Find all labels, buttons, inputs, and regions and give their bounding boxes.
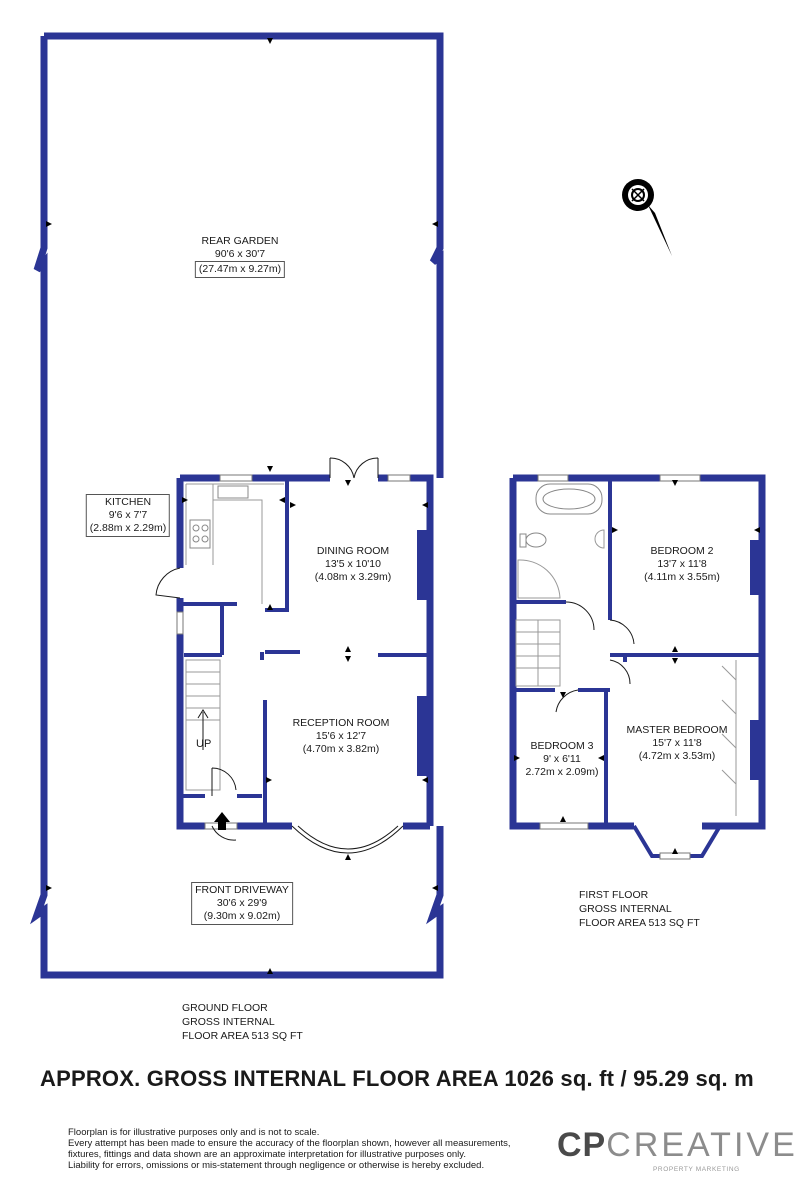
room-label-kitchen: KITCHEN 9'6 x 7'7 (2.88m x 2.29m) <box>85 494 171 537</box>
ground-floor-plan <box>30 32 444 979</box>
room-label-reception-room: RECEPTION ROOM 15'6 x 12'7 (4.70m x 3.82… <box>292 717 390 755</box>
ground-floor-stairs <box>185 659 221 791</box>
site-boundary <box>30 32 444 979</box>
room-label-rear-garden: REAR GARDEN 90'6 x 30'7 (27.47m x 9.27m) <box>194 235 286 278</box>
kitchen-worktop <box>185 483 284 604</box>
north-compass-icon <box>622 179 672 256</box>
room-label-master-bedroom: MASTER BEDROOM 15'7 x 11'8 (4.72m x 3.53… <box>626 724 728 762</box>
reception-bay-window <box>291 825 404 854</box>
ground-floor-outer-walls <box>176 474 434 830</box>
first-floor-note: FIRST FLOOR GROSS INTERNAL FLOOR AREA 51… <box>579 889 700 929</box>
first-floor-internal-walls <box>513 478 762 826</box>
master-bay-window <box>632 824 722 858</box>
disclaimer: Floorplan is for illustrative purposes o… <box>68 1127 511 1171</box>
room-label-bedroom-3: BEDROOM 3 9' x 6'11 2.72m x 2.09m) <box>525 740 599 778</box>
ground-floor-note: GROUND FLOOR GROSS INTERNAL FLOOR AREA 5… <box>182 1002 303 1042</box>
brand-logo: CPCREATIVE PROPERTY MARKETING <box>557 1126 798 1173</box>
stairs-up-label: UP <box>196 738 212 750</box>
first-floor-stairs <box>515 619 561 687</box>
first-floor-plan <box>509 474 766 860</box>
total-floor-area: APPROX. GROSS INTERNAL FLOOR AREA 1026 s… <box>40 1066 754 1091</box>
room-label-dining-room: DINING ROOM 13'5 x 10'10 (4.08m x 3.29m) <box>314 545 392 583</box>
ground-floor-internal-walls <box>180 478 430 826</box>
dining-french-doors <box>329 457 379 479</box>
first-floor-dimension-markers <box>514 480 760 854</box>
room-label-front-driveway: FRONT DRIVEWAY 30'6 x 29'9 (9.30m x 9.02… <box>191 882 293 925</box>
entrance-arrow-icon <box>214 812 230 830</box>
dimension-markers <box>46 38 438 974</box>
first-floor-outer-walls <box>509 474 766 830</box>
room-label-bedroom-2: BEDROOM 2 13'7 x 11'8 (4.11m x 3.55m) <box>644 545 720 583</box>
